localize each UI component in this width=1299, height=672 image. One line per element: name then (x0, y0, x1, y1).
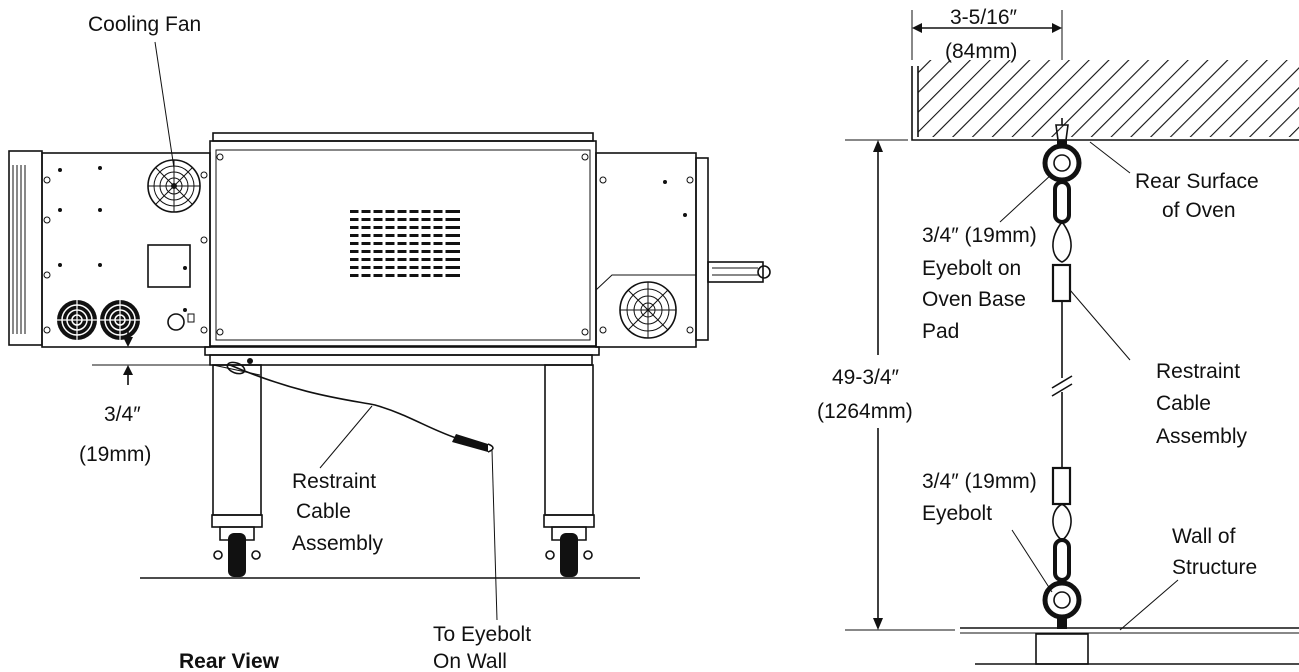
side-cable-label-2: Cable (1156, 392, 1211, 415)
oven-rear-section (911, 60, 1299, 141)
oven-eyebolt-leader (999, 173, 1053, 223)
rear-view-title: Rear View (179, 650, 280, 672)
rear-view: Cooling Fan 3/4″ (19mm) Restraint Cable … (8, 13, 771, 672)
wall-eyebolt-leader (491, 449, 498, 621)
base-rail (204, 346, 600, 366)
wall-eyebolt-label-2-side: Eyebolt (922, 502, 992, 525)
rear-surface-label-2: of Oven (1162, 199, 1236, 222)
offset-dim-label-mm: (84mm) (945, 40, 1017, 63)
conveyor-extension (707, 261, 771, 283)
oven-eyebolt-label-3: Oven Base (922, 288, 1026, 311)
wall-structure-leader (1119, 579, 1179, 631)
gap-dim-label-mm: (19mm) (79, 443, 151, 466)
lower-fan-right-icon (100, 300, 140, 340)
wall-structure-label-1: Wall of (1172, 525, 1236, 548)
rear-surface-label-1: Rear Surface (1135, 170, 1259, 193)
oven-eyebolt-label-2: Eyebolt on (922, 257, 1021, 280)
side-cable-label-3: Assembly (1156, 425, 1248, 448)
rear-surface-leader (1089, 141, 1131, 174)
wall-eyebolt-label-1: To Eyebolt (433, 623, 531, 646)
rear-restraint-cable (212, 361, 494, 453)
oven-eyebolt-label-4: Pad (922, 320, 959, 343)
oven-eyebolt-label-1: 3/4″ (19mm) (922, 224, 1037, 247)
oven-body (209, 132, 597, 347)
rear-cable-label-1: Restraint (292, 470, 376, 493)
left-side-panel (8, 150, 43, 346)
offset-dimension (911, 10, 1063, 60)
right-leg (543, 364, 595, 577)
vent-grille (350, 210, 460, 277)
gap-dim-label-in: 3/4″ (104, 403, 141, 426)
gap-dimension (92, 330, 210, 385)
side-detail: 3-5/16″ (84mm) Rear Surface of Oven 3/4″… (817, 6, 1299, 665)
wall-structure-label-2: Structure (1172, 556, 1257, 579)
wall-eyebolt-leader-side (1011, 529, 1053, 593)
wall-eyebolt-label-2: On Wall (433, 650, 507, 672)
cooling-fan-leader (154, 41, 175, 169)
upper-chain (1051, 180, 1072, 303)
lower-fan-left-icon (57, 300, 97, 340)
cooling-fan-label: Cooling Fan (88, 13, 201, 36)
height-dimension (845, 139, 955, 631)
side-cable-leader (1069, 289, 1131, 361)
rear-cable-label-2: Cable (296, 500, 351, 523)
right-fan-icon (619, 281, 677, 339)
wall-eyebolt-icon (1042, 580, 1082, 629)
right-rear-panel (595, 152, 709, 348)
vent-grille-breaks (358, 205, 446, 280)
left-leg (211, 364, 263, 577)
height-dim-label-mm: (1264mm) (817, 400, 913, 423)
wall-of-structure (960, 627, 1299, 665)
cooling-fan-icon (147, 159, 201, 213)
rear-cable-label-3: Assembly (292, 532, 384, 555)
side-restraint-cable (1051, 301, 1073, 468)
rear-cable-leader (319, 405, 373, 469)
offset-dim-label-in: 3-5/16″ (950, 6, 1018, 29)
side-cable-label-1: Restraint (1156, 360, 1240, 383)
lower-chain (1051, 466, 1072, 582)
height-dim-label-in: 49-3/4″ (832, 366, 900, 389)
wall-eyebolt-label-1-side: 3/4″ (19mm) (922, 470, 1037, 493)
